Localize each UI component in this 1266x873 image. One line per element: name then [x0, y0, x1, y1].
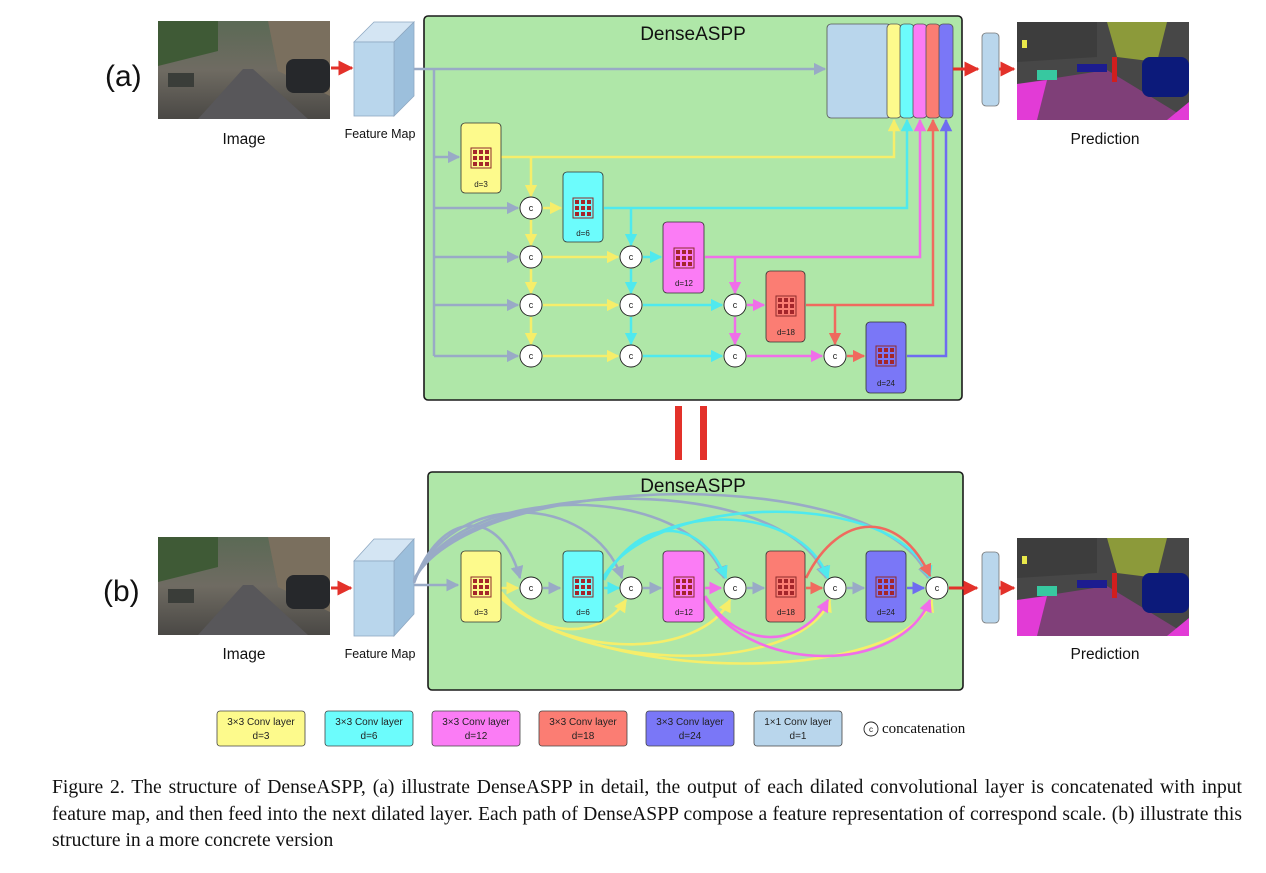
- conv-label-d24-b: d=24: [877, 608, 896, 617]
- densaspp-figure: (a) Image Feature Map DenseASPP: [103, 15, 1189, 747]
- legend-item-title: 3×3 Conv layer: [335, 717, 403, 728]
- input-image-a: [158, 21, 330, 119]
- prediction-label-a: Prediction: [1071, 131, 1140, 148]
- concat-symbol: c: [629, 300, 634, 310]
- module-title-b: DenseASPP: [640, 476, 746, 497]
- conv-block-d6-a: d=6: [562, 171, 604, 243]
- prediction-image-a: [1017, 22, 1189, 120]
- legend-item-dilation: d=3: [253, 731, 270, 742]
- legend-item-d1: 1×1 Conv layer d=1: [753, 710, 843, 747]
- conv-label-d3-b: d=3: [474, 608, 488, 617]
- concat-symbol: c: [629, 351, 634, 361]
- feature-map-label-a: Feature Map: [345, 127, 416, 141]
- conv-label-d12-a: d=12: [675, 279, 694, 288]
- conv-block-d12-a: d=12: [662, 221, 705, 294]
- conv-label-d3-a: d=3: [474, 180, 488, 189]
- concat-symbol: c: [529, 351, 534, 361]
- legend-item-d3: 3×3 Conv layer d=3: [216, 710, 306, 747]
- prediction-label-b: Prediction: [1071, 646, 1140, 663]
- concat-symbol: c: [529, 300, 534, 310]
- conv-block-d3-b: d=3: [460, 550, 502, 623]
- conv-label-d6-a: d=6: [576, 229, 590, 238]
- panel-a: (a) Image Feature Map DenseASPP: [105, 15, 1189, 401]
- conv-label-d18-a: d=18: [777, 328, 796, 337]
- image-label-b: Image: [222, 646, 265, 663]
- concat-symbol: c: [935, 583, 940, 593]
- legend-item-dilation: d=18: [572, 731, 595, 742]
- figure-caption: Figure 2. The structure of DenseASPP, (a…: [52, 777, 1242, 851]
- concat-nodes-a: [519, 196, 847, 368]
- legend-item-d6: 3×3 Conv layer d=6: [324, 710, 414, 747]
- legend-item-title: 3×3 Conv layer: [442, 717, 510, 728]
- conv-block-d3-a: d=3: [460, 122, 502, 194]
- image-label-a: Image: [222, 131, 265, 148]
- concat-nodes-b: [519, 576, 949, 600]
- concatenation-label: concatenation: [882, 721, 966, 737]
- conv-label-d18-b: d=18: [777, 608, 796, 617]
- legend-item-dilation: d=1: [790, 731, 807, 742]
- concat-symbol: c: [529, 252, 534, 262]
- panel-b: (b) Image Feature Map DenseASPP: [103, 471, 1189, 691]
- conv-block-d12-b: d=12: [662, 550, 705, 623]
- conv-label-d24-a: d=24: [877, 379, 896, 388]
- conv-block-d18-b: d=18: [765, 550, 806, 623]
- input-image-b: [158, 537, 330, 635]
- legend-item-title: 3×3 Conv layer: [549, 717, 617, 728]
- concat-symbol: c: [869, 725, 873, 734]
- conv-block-d24-a: d=24: [865, 321, 907, 394]
- concat-symbol: c: [733, 300, 738, 310]
- conv-label-d12-b: d=12: [675, 608, 694, 617]
- equals-sign: [675, 406, 707, 460]
- conv-label-d6-b: d=6: [576, 608, 590, 617]
- legend-item-title: 3×3 Conv layer: [227, 717, 295, 728]
- conv-block-d24-b: d=24: [865, 550, 907, 623]
- concat-symbol: c: [629, 252, 634, 262]
- concat-symbol: c: [733, 351, 738, 361]
- conv-block-d18-a: d=18: [765, 270, 806, 343]
- concat-output-stack-a: [826, 23, 954, 119]
- legend-concatenation: c concatenation: [863, 721, 966, 737]
- panel-a-label: (a): [105, 60, 142, 93]
- legend: 3×3 Conv layer d=3 3×3 Conv layer d=6 3×…: [216, 710, 966, 747]
- concat-symbol: c: [629, 583, 634, 593]
- concat-symbol: c: [833, 351, 838, 361]
- concat-symbol: c: [529, 583, 534, 593]
- conv-block-d6-b: d=6: [562, 550, 604, 623]
- legend-item-d24: 3×3 Conv layer d=24: [645, 710, 735, 747]
- panel-b-label: (b): [103, 575, 140, 608]
- module-title-a: DenseASPP: [640, 24, 746, 45]
- feature-map-a: [353, 21, 415, 117]
- conv-1x1-block-a: [981, 32, 1000, 107]
- concat-symbol: c: [833, 583, 838, 593]
- conv-1x1-block-b: [981, 551, 1000, 624]
- legend-item-dilation: d=6: [361, 731, 378, 742]
- feature-map-b: [353, 537, 415, 638]
- legend-item-d12: 3×3 Conv layer d=12: [431, 710, 521, 747]
- feature-map-label-b: Feature Map: [345, 647, 416, 661]
- legend-item-dilation: d=12: [465, 731, 488, 742]
- prediction-image-b: [1017, 538, 1189, 636]
- legend-item-dilation: d=24: [679, 731, 702, 742]
- legend-item-d18: 3×3 Conv layer d=18: [538, 710, 628, 747]
- concat-symbol: c: [529, 203, 534, 213]
- legend-item-title: 3×3 Conv layer: [656, 717, 724, 728]
- concat-symbol: c: [733, 583, 738, 593]
- legend-item-title: 1×1 Conv layer: [764, 717, 832, 728]
